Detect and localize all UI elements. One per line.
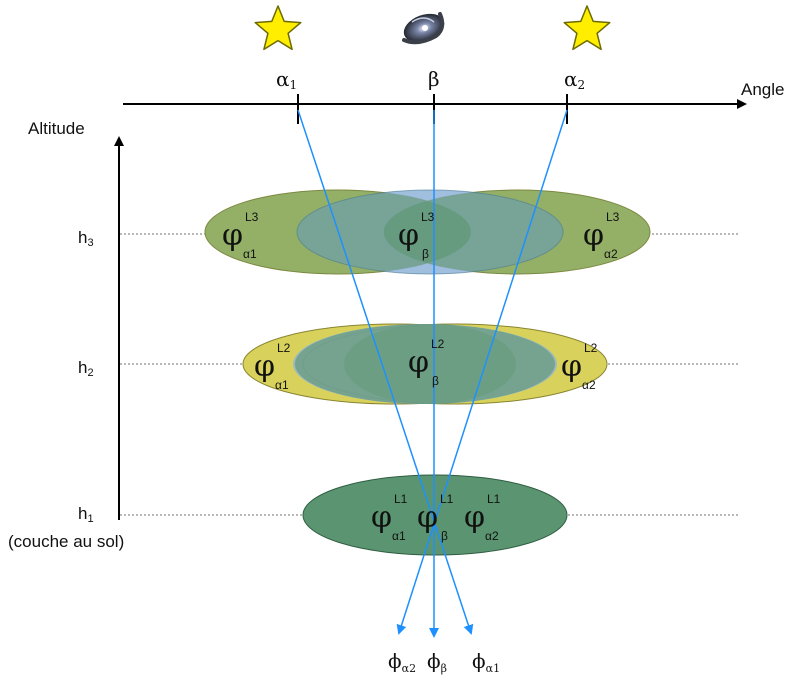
l3-overlap-alpha2 bbox=[384, 190, 650, 274]
measured-phase-alpha2: ϕα2 bbox=[388, 649, 416, 675]
svg-text:L3: L3 bbox=[421, 210, 435, 224]
galaxy-icon bbox=[402, 12, 445, 45]
svg-text:φ: φ bbox=[561, 349, 582, 384]
svg-text:β: β bbox=[432, 374, 439, 388]
star-icon bbox=[254, 5, 302, 51]
star-icon bbox=[563, 5, 611, 51]
layer-l3 bbox=[204, 189, 651, 275]
altitude-label-h2: h2 bbox=[78, 358, 94, 379]
phase-label-l2-alpha1: φ L2 α1 bbox=[254, 341, 291, 392]
ground-layer-label: (couche au sol) bbox=[8, 532, 124, 551]
ray-alpha2 bbox=[396, 109, 568, 635]
altitude-axis-label: Altitude bbox=[28, 119, 85, 138]
svg-text:φ: φ bbox=[583, 218, 604, 253]
svg-text:φ: φ bbox=[417, 500, 438, 535]
altitude-label-h3: h3 bbox=[78, 228, 94, 249]
phase-label-l3-alpha1: φ L3 α1 bbox=[222, 210, 259, 261]
svg-text:φ: φ bbox=[408, 345, 429, 380]
layer-l2 bbox=[242, 323, 608, 405]
rays bbox=[297, 109, 568, 638]
ray-alpha1 bbox=[297, 109, 474, 635]
svg-text:L2: L2 bbox=[431, 337, 445, 351]
phase-label-l3-alpha2: φ L3 α2 bbox=[583, 210, 620, 261]
source-label-alpha1: α1 bbox=[276, 67, 297, 92]
svg-text:L2: L2 bbox=[277, 341, 291, 355]
source-label-alpha2: α2 bbox=[564, 67, 585, 92]
svg-text:φ: φ bbox=[398, 218, 419, 253]
svg-text:L1: L1 bbox=[394, 492, 408, 506]
measured-phase-beta: ϕβ bbox=[427, 649, 447, 675]
svg-text:φ: φ bbox=[464, 500, 485, 535]
l3-ellipse-beta-outline bbox=[296, 189, 564, 275]
l2-core bbox=[344, 324, 516, 404]
svg-text:L1: L1 bbox=[440, 492, 454, 506]
svg-text:φ: φ bbox=[371, 500, 392, 535]
svg-text:L3: L3 bbox=[245, 210, 259, 224]
l1-ellipse bbox=[302, 474, 568, 556]
source-label-beta: β bbox=[428, 67, 440, 91]
svg-text:α2: α2 bbox=[604, 247, 618, 261]
phase-label-l3-beta: φ L3 β bbox=[398, 210, 435, 261]
svg-text:L1: L1 bbox=[487, 492, 501, 506]
phase-label-l1-beta: φ L1 β bbox=[417, 492, 454, 543]
svg-text:L2: L2 bbox=[584, 341, 598, 355]
angle-axis-label: Angle bbox=[741, 80, 784, 99]
phase-label-l1-alpha1: φ L1 α1 bbox=[371, 492, 408, 543]
svg-text:φ: φ bbox=[254, 349, 275, 384]
svg-text:α1: α1 bbox=[275, 378, 289, 392]
svg-text:β: β bbox=[441, 529, 448, 543]
measured-phase-alpha1: ϕα1 bbox=[472, 649, 500, 675]
phase-label-l2-alpha2: φ L2 α2 bbox=[561, 341, 598, 392]
phase-label-l2-beta: φ L2 β bbox=[408, 337, 445, 388]
svg-text:φ: φ bbox=[222, 218, 243, 253]
svg-text:L3: L3 bbox=[606, 210, 620, 224]
svg-text:α1: α1 bbox=[243, 247, 257, 261]
svg-text:α2: α2 bbox=[485, 529, 499, 543]
svg-text:α2: α2 bbox=[582, 378, 596, 392]
svg-text:α1: α1 bbox=[392, 529, 406, 543]
phase-label-l1-alpha2: φ L1 α2 bbox=[464, 492, 501, 543]
altitude-label-h1: h1 bbox=[78, 504, 94, 525]
svg-text:β: β bbox=[422, 247, 429, 261]
l2-overlap bbox=[295, 324, 555, 404]
